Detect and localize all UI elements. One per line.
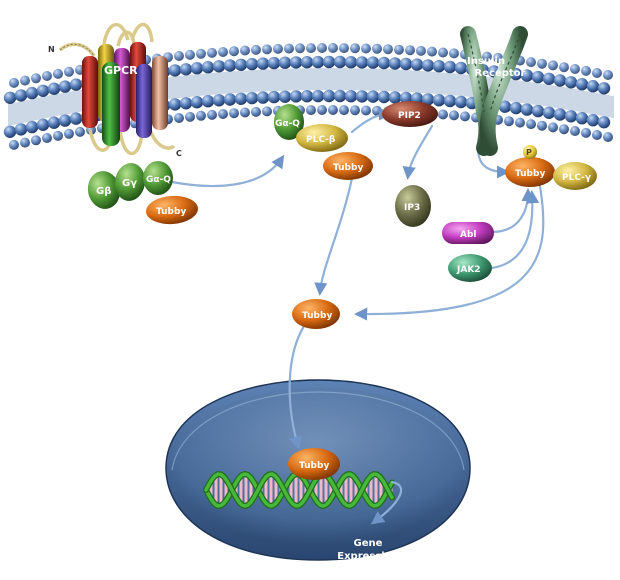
phosphate-group: P <box>523 145 537 159</box>
jak2-label: JAK2 <box>456 265 481 275</box>
gpcr-label: GPCR <box>104 64 138 77</box>
arrow-abl-to-tubby <box>490 188 535 234</box>
arrow-jak2-to-tubby <box>490 190 540 270</box>
gene-expression-label-line2: Expression <box>337 551 398 562</box>
tubby-receptor: Tubby <box>505 157 555 187</box>
plc-beta: PLC-β <box>296 124 348 152</box>
n-terminus-label: N <box>48 45 55 54</box>
tubby-nucleus: Tubby <box>288 448 340 480</box>
plc-gamma-label: PLC-γ <box>562 173 591 183</box>
abl: Abl <box>442 222 494 244</box>
g-beta-label: Gβ <box>96 186 111 197</box>
g-beta-subunit: Gβ <box>87 171 121 209</box>
arrow-cytoplasm-to-nucleus <box>288 324 306 450</box>
tubby-receptor-label: Tubby <box>515 169 545 179</box>
signaling-arrows <box>170 107 545 525</box>
g-gamma-subunit: Gγ <box>114 163 146 201</box>
tubby-complex: Tubby <box>146 195 198 225</box>
insulin-receptor-label-line1: Insulin <box>467 56 505 67</box>
arrow-galphaq-to-membrane <box>170 154 285 188</box>
g-alpha-q-active: Gα-Q <box>274 104 304 140</box>
arrow-receptor-tubby-to-cytoplasm <box>354 184 545 321</box>
g-alpha-q-complex: Gα-Q <box>143 161 173 195</box>
tubby-cytoplasm: Tubby <box>292 299 340 329</box>
pip2-label: PIP2 <box>398 111 421 121</box>
tubby-cytoplasm-label: Tubby <box>302 311 332 321</box>
arrow-dna-to-gene-expression <box>370 480 403 525</box>
phosphate-label: P <box>526 148 532 157</box>
tubby-membrane-label: Tubby <box>333 163 363 173</box>
g-alpha-q-active-label: Gα-Q <box>275 119 300 129</box>
g-protein-complex: Gβ Gγ Gα-Q Tubby <box>87 161 198 225</box>
ip3-label: IP3 <box>404 203 420 213</box>
gene-expression-label-line1: Gene <box>354 538 383 549</box>
gpcr-receptor: GPCR N C <box>48 22 182 158</box>
tubby-membrane: Tubby <box>323 152 373 180</box>
tubby-complex-label: Tubby <box>156 207 186 217</box>
arrow-plcb-to-pip2 <box>350 107 392 134</box>
ip3: IP3 <box>395 185 431 227</box>
plc-beta-label: PLC-β <box>306 135 336 145</box>
gene-expression: Gene Expression <box>337 538 398 562</box>
arrow-membrane-tubby-to-cytoplasm <box>314 176 354 296</box>
pip2: PIP2 <box>382 101 438 127</box>
abl-label: Abl <box>460 230 477 240</box>
dna-helix <box>203 470 395 510</box>
g-alpha-q-complex-label: Gα-Q <box>146 175 171 185</box>
tubby-nucleus-label: Tubby <box>299 461 329 471</box>
jak2: JAK2 <box>448 254 492 282</box>
g-gamma-label: Gγ <box>122 178 137 189</box>
plc-gamma: PLC-γ <box>553 162 597 190</box>
insulin-receptor-label-line2: Receptor <box>475 68 526 79</box>
c-terminus-label: C <box>176 149 182 158</box>
insulin-receptor: Insulin Receptor <box>460 26 528 156</box>
arrow-pip2-to-ip3 <box>402 124 434 180</box>
